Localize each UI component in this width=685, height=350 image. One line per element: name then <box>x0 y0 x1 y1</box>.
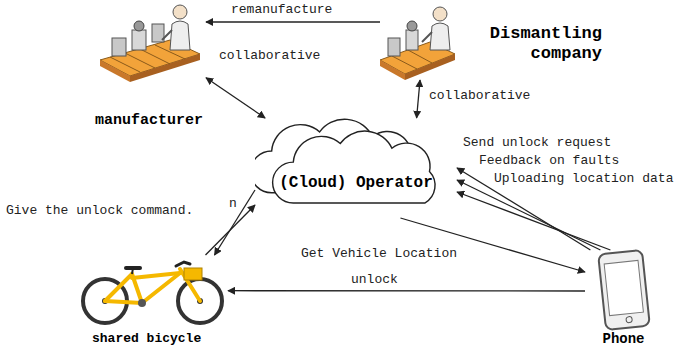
arrow-connector <box>400 218 585 272</box>
dismantling-icon <box>380 7 455 80</box>
bicycle-icon <box>83 262 222 323</box>
manufacturer-node: manufacturer <box>95 0 206 134</box>
edge-label: unlock <box>350 272 399 287</box>
free-label: collaborative <box>218 48 321 63</box>
phone-node: Phone <box>585 250 662 350</box>
edge-label: Get Vehicle Location <box>300 246 458 261</box>
free-label: n <box>228 196 238 211</box>
edge-label: Give the unlock command. <box>5 203 194 218</box>
arrow-connector <box>215 190 256 255</box>
arrow-connector <box>228 290 585 292</box>
edge-label: Send unlock request <box>462 135 612 150</box>
cloud-outline <box>255 118 457 218</box>
phone-icon <box>598 250 650 330</box>
dismantling-node: Dismantling company <box>380 0 610 80</box>
node-label: Dismantling company <box>452 24 602 65</box>
cloud-shape <box>273 131 435 203</box>
edge-label: collaborative <box>428 88 531 103</box>
bicycle-node: shared bicycle <box>78 255 228 349</box>
arrow-connector <box>206 78 265 118</box>
node-label: manufacturer <box>95 112 203 130</box>
arrow-connector <box>206 205 256 255</box>
node-label: Phone <box>585 331 662 348</box>
arrow-connector <box>457 180 600 250</box>
edge-label: Feedback on faults <box>478 153 620 168</box>
node-label: shared bicycle <box>92 331 201 347</box>
edge-label: Uploading location data <box>493 171 674 186</box>
edge-label: remanufacture <box>230 2 333 17</box>
factory-icon <box>100 5 200 82</box>
node-label: (Cloud) Operator <box>255 174 457 193</box>
arrow-connector <box>206 21 380 22</box>
arrow-connector <box>417 80 420 118</box>
cloud-operator: (Cloud) Operator <box>255 118 457 218</box>
